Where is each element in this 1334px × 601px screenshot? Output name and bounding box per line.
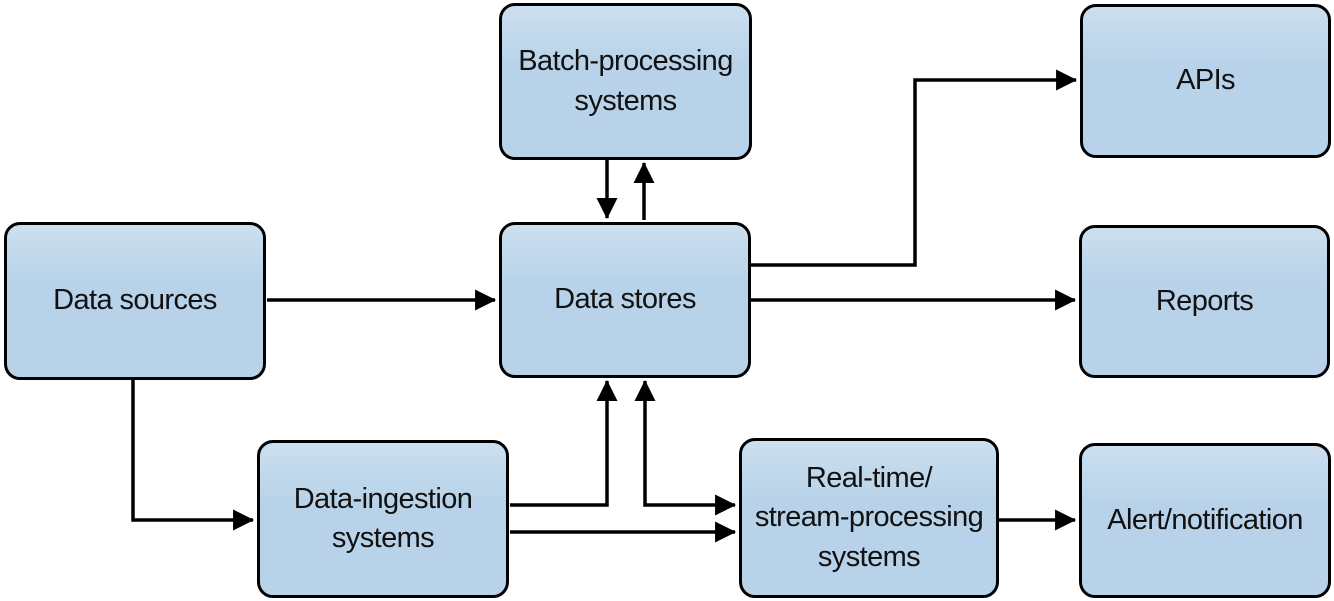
edge-data-stores-to-apis: [751, 69, 1078, 267]
node-data-stores: Data stores: [499, 222, 751, 378]
node-apis: APIs: [1080, 4, 1331, 158]
node-label: Data-ingestion systems: [293, 482, 473, 554]
edge-data-ingestion-to-data-stores: [510, 379, 618, 507]
node-reports: Reports: [1079, 225, 1330, 378]
node-data-sources: Data sources: [4, 222, 266, 380]
node-label: Data stores: [554, 283, 696, 316]
edge-stream-processing-data-stores-bidirectional: [634, 379, 737, 516]
node-label: APIs: [1176, 64, 1235, 97]
node-label: Batch-processing systems: [518, 45, 733, 117]
node-label: Reports: [1155, 284, 1254, 317]
edge-data-sources-to-data-ingestion: [131, 380, 255, 531]
node-stream-processing-systems: Real-time/ stream-processing systems: [739, 438, 999, 598]
node-alert-notification: Alert/notification: [1079, 443, 1331, 598]
node-label: Data sources: [53, 284, 217, 317]
node-batch-processing-systems: Batch-processing systems: [499, 3, 752, 160]
node-label: Real-time/ stream-processing systems: [754, 462, 984, 573]
node-label: Alert/notification: [1107, 503, 1303, 536]
node-data-ingestion-systems: Data-ingestion systems: [257, 440, 509, 598]
